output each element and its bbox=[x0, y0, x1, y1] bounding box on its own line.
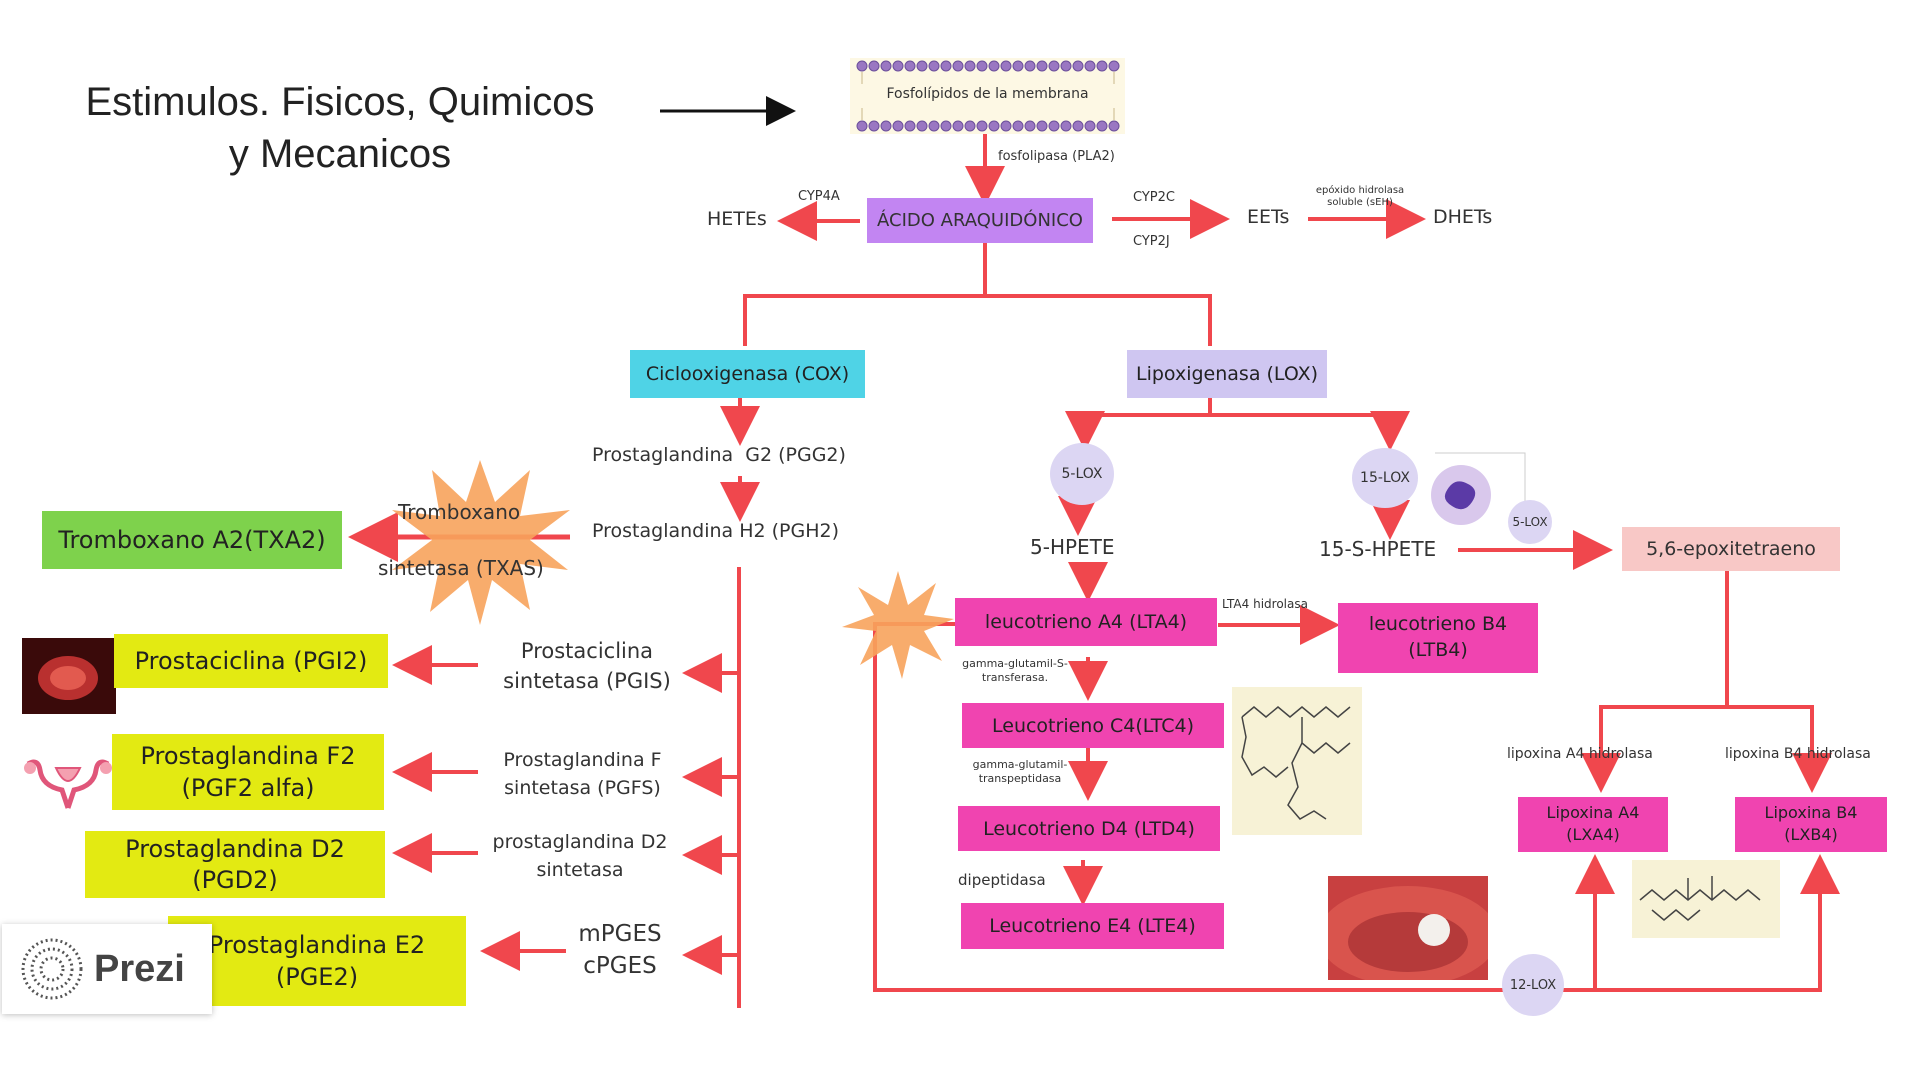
5-hpete-node: 5-HPETE bbox=[1030, 535, 1115, 559]
prezi-brand-name: Prezi bbox=[94, 947, 185, 990]
ggt2-line-2: transpeptidasa bbox=[978, 772, 1062, 785]
cox-box: Ciclooxigenasa (COX) bbox=[630, 350, 865, 398]
lipoxin-structure-icon bbox=[1639, 876, 1761, 921]
pgis-line-2: sintetasa (PGIS) bbox=[503, 669, 671, 693]
cyp2j-label: CYP2J bbox=[1133, 234, 1170, 249]
seh-label: epóxido hidrolasa soluble (sEH) bbox=[1295, 185, 1425, 209]
uterus-icon bbox=[24, 759, 112, 809]
stimulus-line-2: y Mecanicos bbox=[228, 132, 452, 176]
ggt2-label: gamma-glutamil- transpeptidasa bbox=[955, 758, 1085, 786]
lox-box: Lipoxigenasa (LOX) bbox=[1127, 350, 1327, 398]
leukotriene-structure-image bbox=[1232, 687, 1362, 835]
prezi-badge[interactable]: Prezi bbox=[2, 924, 212, 1014]
eets-node: EETs bbox=[1247, 206, 1290, 228]
pgi2-box: Prostaciclina (PGI2) bbox=[114, 634, 388, 688]
ltb4-line-2: (LTB4) bbox=[1408, 639, 1468, 661]
dhets-node: DHETs bbox=[1433, 206, 1493, 228]
pgd2-box: Prostaglandina D2 (PGD2) bbox=[85, 831, 385, 898]
vessel-lumen-icon bbox=[1328, 886, 1488, 980]
pges-label: mPGES cPGES bbox=[560, 918, 680, 982]
lta4-hydrolase-label: LTA4 hidrolasa bbox=[1222, 597, 1308, 611]
neutrophil-icon bbox=[1431, 465, 1491, 525]
lxa4-line-1: Lipoxina A4 bbox=[1546, 803, 1640, 822]
12-lox-circle: 12-LOX bbox=[1502, 954, 1564, 1016]
platelet-icon bbox=[392, 460, 570, 625]
txa2-box: Tromboxano A2(TXA2) bbox=[42, 511, 342, 569]
pgf2-line-2: (PGF2 alfa) bbox=[181, 774, 315, 802]
cyp4a-label: CYP4A bbox=[798, 189, 840, 204]
mpges-line: mPGES bbox=[578, 921, 662, 947]
pgfs-label: Prostaglandina F sintetasa (PGFS) bbox=[475, 746, 690, 802]
15-lox-circle: 15-LOX bbox=[1352, 448, 1418, 508]
lxa4-box: Lipoxina A4 (LXA4) bbox=[1518, 797, 1668, 852]
lxa4-hydrolase-label: lipoxina A4 hidrolasa bbox=[1507, 746, 1653, 762]
lxb4-box: Lipoxina B4 (LXB4) bbox=[1735, 797, 1887, 852]
pgd2-line-1: Prostaglandina D2 bbox=[125, 835, 345, 863]
lxb4-hydrolase-label: lipoxina B4 hidrolasa bbox=[1725, 746, 1871, 762]
pgds-line-1: prostaglandina D2 bbox=[492, 831, 668, 853]
pgds-line-2: sintetasa bbox=[536, 859, 624, 881]
cyp2c-label: CYP2C bbox=[1133, 190, 1175, 205]
15-s-hpete-node: 15-S-HPETE bbox=[1319, 537, 1437, 561]
membrane-phospholipids-image: Fosfolípidos de la membrana bbox=[850, 58, 1125, 134]
prezi-logo-icon bbox=[21, 938, 83, 1000]
ltd4-box: Leucotrieno D4 (LTD4) bbox=[958, 806, 1220, 851]
ltb4-box: leucotrieno B4 (LTB4) bbox=[1338, 603, 1538, 673]
leukocyte-icon bbox=[842, 571, 954, 679]
pgfs-line-1: Prostaglandina F bbox=[503, 749, 662, 771]
pla2-label: fosfolipasa (PLA2) bbox=[998, 149, 1115, 164]
lxa4-line-2: (LXA4) bbox=[1566, 825, 1620, 844]
membrane-label: Fosfolípidos de la membrana bbox=[886, 86, 1089, 102]
lxb4-line-2: (LXB4) bbox=[1784, 825, 1838, 844]
dipeptidasa-label: dipeptidasa bbox=[958, 871, 1046, 889]
ggt1-line-1: gamma-glutamil-S- bbox=[962, 657, 1068, 670]
pgfs-line-2: sintetasa (PGFS) bbox=[504, 777, 661, 799]
5-lox-secondary-circle: 5-LOX bbox=[1508, 500, 1552, 544]
pgg2-node: Prostaglandina G2 (PGG2) bbox=[592, 444, 846, 466]
seh-line-1: epóxido hidrolasa bbox=[1315, 185, 1405, 196]
blood-vessel-icon bbox=[38, 656, 98, 700]
hetes-node: HETEs bbox=[707, 208, 767, 230]
pgd2-line-2: (PGD2) bbox=[192, 866, 278, 894]
vessel-image bbox=[22, 638, 116, 714]
blood-vessel-photo bbox=[1328, 876, 1488, 980]
cpges-line: cPGES bbox=[583, 953, 657, 979]
pge2-box: Prostaglandina E2 (PGE2) bbox=[168, 916, 466, 1006]
ltc4-box: Leucotrieno C4(LTC4) bbox=[962, 703, 1224, 748]
stimulus-title: Estimulos. Fisicos, Quimicos y Mecanicos bbox=[70, 76, 610, 180]
stimulus-line-1: Estimulos. Fisicos, Quimicos bbox=[85, 80, 595, 124]
ggt2-line-1: gamma-glutamil- bbox=[972, 758, 1068, 771]
phospholipid-bilayer-icon bbox=[856, 60, 1120, 132]
pgf2-box: Prostaglandina F2 (PGF2 alfa) bbox=[112, 734, 384, 810]
epoxitetraeno-box: 5,6-epoxitetraeno bbox=[1622, 527, 1840, 571]
ggt1-label: gamma-glutamil-S- transferasa. bbox=[945, 657, 1085, 685]
pgis-label: Prostaciclina sintetasa (PGIS) bbox=[482, 636, 692, 696]
txas-line-2: sintetasa (TXAS) bbox=[378, 556, 544, 580]
ggt1-line-2: transferasa. bbox=[981, 671, 1049, 684]
lipoxin-structure-image bbox=[1632, 860, 1780, 938]
pgds-label: prostaglandina D2 sintetasa bbox=[470, 828, 690, 884]
ltb4-line-1: leucotrieno B4 bbox=[1368, 613, 1508, 635]
pgh2-node: Prostaglandina H2 (PGH2) bbox=[592, 520, 840, 542]
5-lox-circle: 5-LOX bbox=[1050, 443, 1114, 505]
pgis-line-1: Prostaciclina bbox=[520, 639, 654, 663]
pge2-line-1: Prostaglandina E2 bbox=[208, 931, 426, 959]
pgf2-line-1: Prostaglandina F2 bbox=[140, 742, 356, 770]
txas-line-1: Tromboxano bbox=[398, 500, 521, 524]
lta4-box: leucotrieno A4 (LTA4) bbox=[955, 598, 1217, 646]
pge2-line-2: (PGE2) bbox=[275, 963, 359, 991]
seh-line-2: soluble (sEH) bbox=[1327, 197, 1393, 208]
lxb4-line-1: Lipoxina B4 bbox=[1764, 803, 1858, 822]
lte4-box: Leucotrieno E4 (LTE4) bbox=[961, 903, 1224, 949]
chemical-structure-icon bbox=[1241, 706, 1351, 820]
arachidonic-acid-box: ÁCIDO ARAQUIDÓNICO bbox=[867, 198, 1093, 243]
